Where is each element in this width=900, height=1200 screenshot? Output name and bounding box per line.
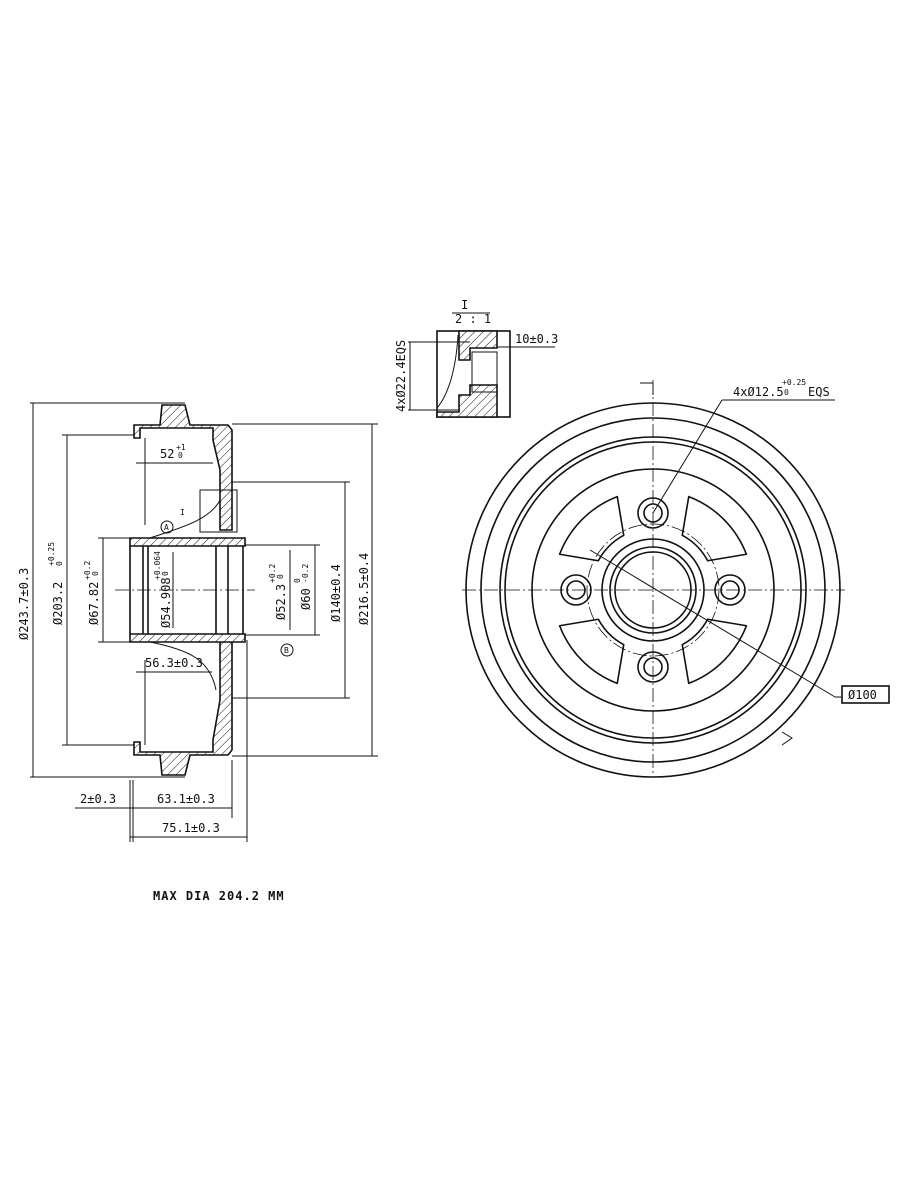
bolt-hole [566, 580, 586, 600]
detail-width-dim: 10±0.3 [515, 332, 558, 346]
dim-offset: 2±0.3 [80, 792, 116, 806]
dim-depth: 52 [160, 447, 174, 461]
tol-lo: 0 [91, 571, 100, 576]
dim-pcd: Ø140±0.4 [329, 564, 343, 622]
bolt-boss [637, 651, 669, 683]
dim-inner-depth: 56.3±0.3 [145, 656, 203, 670]
bolt-boss [560, 574, 592, 606]
dim-height: 63.1±0.3 [157, 792, 215, 806]
datum-a-label: A [164, 523, 169, 532]
tol-lo: 0 [178, 451, 183, 460]
dim-drum-diameter: Ø203.2 [51, 582, 65, 625]
vent-window [558, 618, 625, 685]
datum-b-marker [280, 643, 294, 657]
holes-label: 4xØ12.5 [733, 385, 784, 399]
detail-scale: 2 : 1 [455, 312, 491, 326]
tol-up: +0.064 [153, 551, 162, 580]
pcd-box [841, 685, 890, 704]
hub-bottom [129, 633, 246, 643]
dimension-lines [30, 402, 378, 842]
datum-b-label: B [284, 646, 289, 655]
dim-outer-diameter: Ø243.7±0.3 [17, 568, 31, 640]
bolt-hole [643, 657, 663, 677]
drum-wall-top [133, 404, 233, 531]
tol-lo: 0 [784, 388, 789, 397]
tol-up: +0.25 [47, 542, 56, 566]
max-dia-note: MAX DIA 204.2 MM [153, 889, 285, 903]
tol-up: +0.2 [83, 561, 92, 580]
bolt-boss [714, 574, 746, 606]
dim-bore2: Ø54.908 [159, 577, 173, 628]
detail-view: I 2 : 1 4xØ22.4EQS 10±0.3 [394, 298, 558, 418]
detail-marker: I [180, 508, 185, 517]
vent-window [681, 495, 748, 562]
tol-up: +1 [176, 443, 186, 452]
dim-bore3: Ø52.3 [274, 584, 288, 620]
hub-top [129, 537, 246, 547]
vent-window [558, 495, 625, 562]
tol-up: +0.25 [782, 378, 806, 387]
tol-up: +0.2 [268, 564, 277, 583]
detail-section-label: I [461, 298, 468, 312]
tol-lo: -0.2 [301, 564, 310, 583]
tol-up: 0 [293, 578, 302, 583]
tol-lo: 0 [55, 561, 64, 566]
dim-flange: Ø216.5±0.4 [357, 553, 371, 625]
dim-spigot: Ø60 [299, 588, 313, 610]
dim-bore1: Ø67.82 [87, 582, 101, 625]
bolt-hole [720, 580, 740, 600]
side-section-view: Ø243.7±0.3 Ø203.2 +0.25 0 Ø67.82 +0.2 0 … [17, 402, 378, 842]
dim-overall: 75.1±0.3 [162, 821, 220, 835]
front-view: Ø100 4xØ12.5 +0.25 0 EQS [462, 378, 890, 778]
pcd-label: Ø100 [848, 688, 877, 702]
tol-lo: 0 [276, 574, 285, 579]
bolt-boss [637, 497, 669, 529]
bolt-hole [643, 503, 663, 523]
vent-window [681, 618, 748, 685]
tol-lo: 0 [161, 571, 170, 576]
detail-dia-dim: 4xØ22.4EQS [394, 340, 408, 412]
holes-suffix: EQS [808, 385, 830, 399]
datum-a-marker [160, 520, 174, 534]
